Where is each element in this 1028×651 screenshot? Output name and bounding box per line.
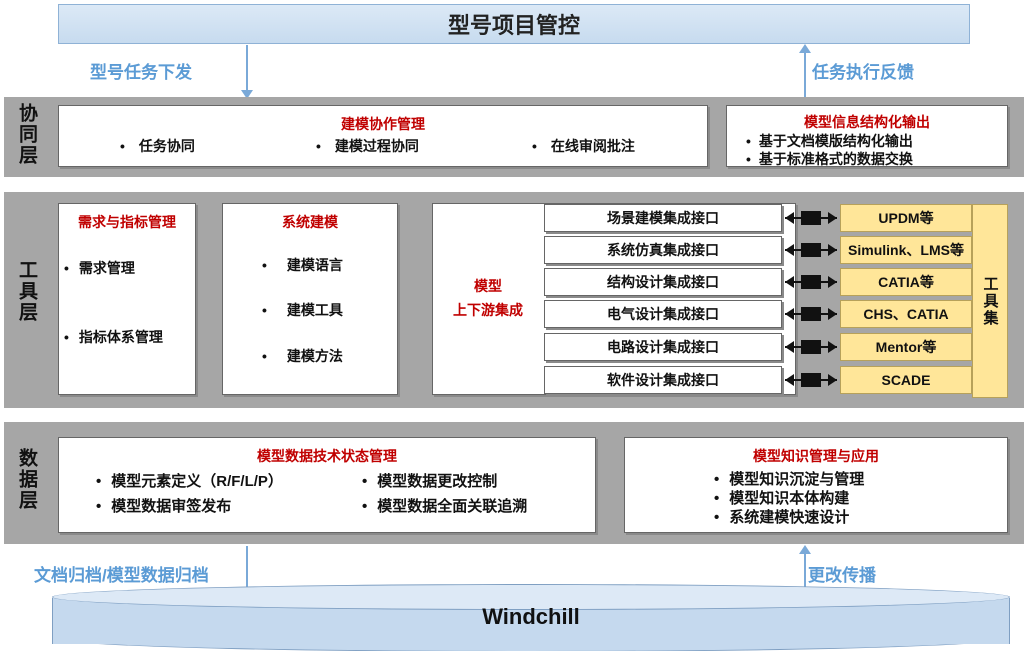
system-modeling-item: •建模语言: [262, 257, 343, 273]
windchill-cylinder-top: [52, 584, 1010, 610]
tool-chs: CHS、CATIA: [840, 300, 972, 328]
tool-layer-title: 工具层: [16, 260, 37, 323]
tool-updm: UPDM等: [840, 204, 972, 232]
project-control-title: 型号项目管控: [447, 13, 580, 38]
tool-mentor: Mentor等: [840, 333, 972, 361]
change-propagation-arrow-head: [799, 545, 811, 554]
knowledge-item: •系统建模快速设计: [714, 509, 850, 526]
tech-state-item: •模型数据审签发布: [96, 498, 232, 515]
task-dispatch-arrow-line: [246, 45, 248, 91]
interface-circuit: 电路设计集成接口: [544, 333, 782, 361]
bidirectional-connector: [785, 370, 837, 390]
system-modeling-item: •建模工具: [262, 302, 343, 318]
tech-state-item: •模型数据全面关联追溯: [362, 498, 528, 515]
knowledge-panel: [624, 437, 1008, 533]
collab-item: •建模过程协同: [316, 138, 419, 154]
collab-item: •在线审阅批注: [532, 138, 635, 154]
bidirectional-connector: [785, 337, 837, 357]
tool-catia: CATIA等: [840, 268, 972, 296]
bidirectional-connector: [785, 304, 837, 324]
system-modeling-item: •建模方法: [262, 348, 343, 364]
project-control-box: 型号项目管控: [58, 4, 970, 44]
collab-layer-title: 协同层: [16, 103, 37, 166]
toolset-box: 工具集: [972, 204, 1008, 398]
tech-state-title: 模型数据技术状态管理: [257, 448, 397, 464]
change-propagation-arrow-line: [804, 554, 806, 598]
structured-output-item: •基于文档模版结构化输出: [746, 133, 913, 149]
tech-state-panel: [58, 437, 596, 533]
structured-output-item: •基于标准格式的数据交换: [746, 151, 913, 167]
bidirectional-connector: [785, 240, 837, 260]
collab-management-title: 建模协作管理: [341, 116, 425, 132]
structured-output-panel: [726, 105, 1008, 167]
interface-electrical: 电气设计集成接口: [544, 300, 782, 328]
knowledge-title: 模型知识管理与应用: [753, 448, 879, 464]
task-dispatch-label: 型号任务下发: [90, 63, 192, 82]
tool-simulink: Simulink、LMS等: [840, 236, 972, 264]
task-feedback-arrow-head: [799, 44, 811, 53]
integration-title-line2: 上下游集成: [453, 302, 523, 318]
requirements-item: •需求管理: [64, 260, 135, 276]
windchill-label: Windchill: [482, 604, 580, 629]
requirements-panel: [58, 203, 196, 395]
system-modeling-panel: [222, 203, 398, 395]
collab-management-panel: [58, 105, 708, 167]
interface-structure: 结构设计集成接口: [544, 268, 782, 296]
requirements-item: •指标体系管理: [64, 329, 163, 345]
interface-simulation: 系统仿真集成接口: [544, 236, 782, 264]
integration-panel: [432, 203, 796, 395]
collab-item: •任务协同: [120, 138, 195, 154]
task-feedback-label: 任务执行反馈: [812, 63, 914, 82]
change-propagation-label: 更改传播: [808, 566, 876, 585]
knowledge-item: •模型知识本体构建: [714, 490, 850, 507]
tech-state-item: •模型元素定义（R/F/L/P）: [96, 473, 283, 490]
structured-output-title: 模型信息结构化输出: [804, 114, 930, 130]
bidirectional-connector: [785, 272, 837, 292]
archive-arrow-line: [246, 546, 248, 590]
task-feedback-arrow-line: [804, 53, 806, 99]
knowledge-item: •模型知识沉淀与管理: [714, 471, 865, 488]
toolset-label: 工具集: [981, 275, 999, 327]
system-modeling-title: 系统建模: [282, 214, 338, 230]
interface-scene: 场景建模集成接口: [544, 204, 782, 232]
bidirectional-connector: [785, 208, 837, 228]
requirements-title: 需求与指标管理: [78, 214, 176, 230]
archive-label: 文档归档/模型数据归档: [34, 566, 209, 585]
interface-software: 软件设计集成接口: [544, 366, 782, 394]
task-dispatch-arrow-head: [241, 90, 253, 99]
integration-title-line1: 模型: [474, 278, 502, 294]
data-layer-title: 数据层: [16, 448, 37, 511]
tool-scade: SCADE: [840, 366, 972, 394]
tech-state-item: •模型数据更改控制: [362, 473, 498, 490]
